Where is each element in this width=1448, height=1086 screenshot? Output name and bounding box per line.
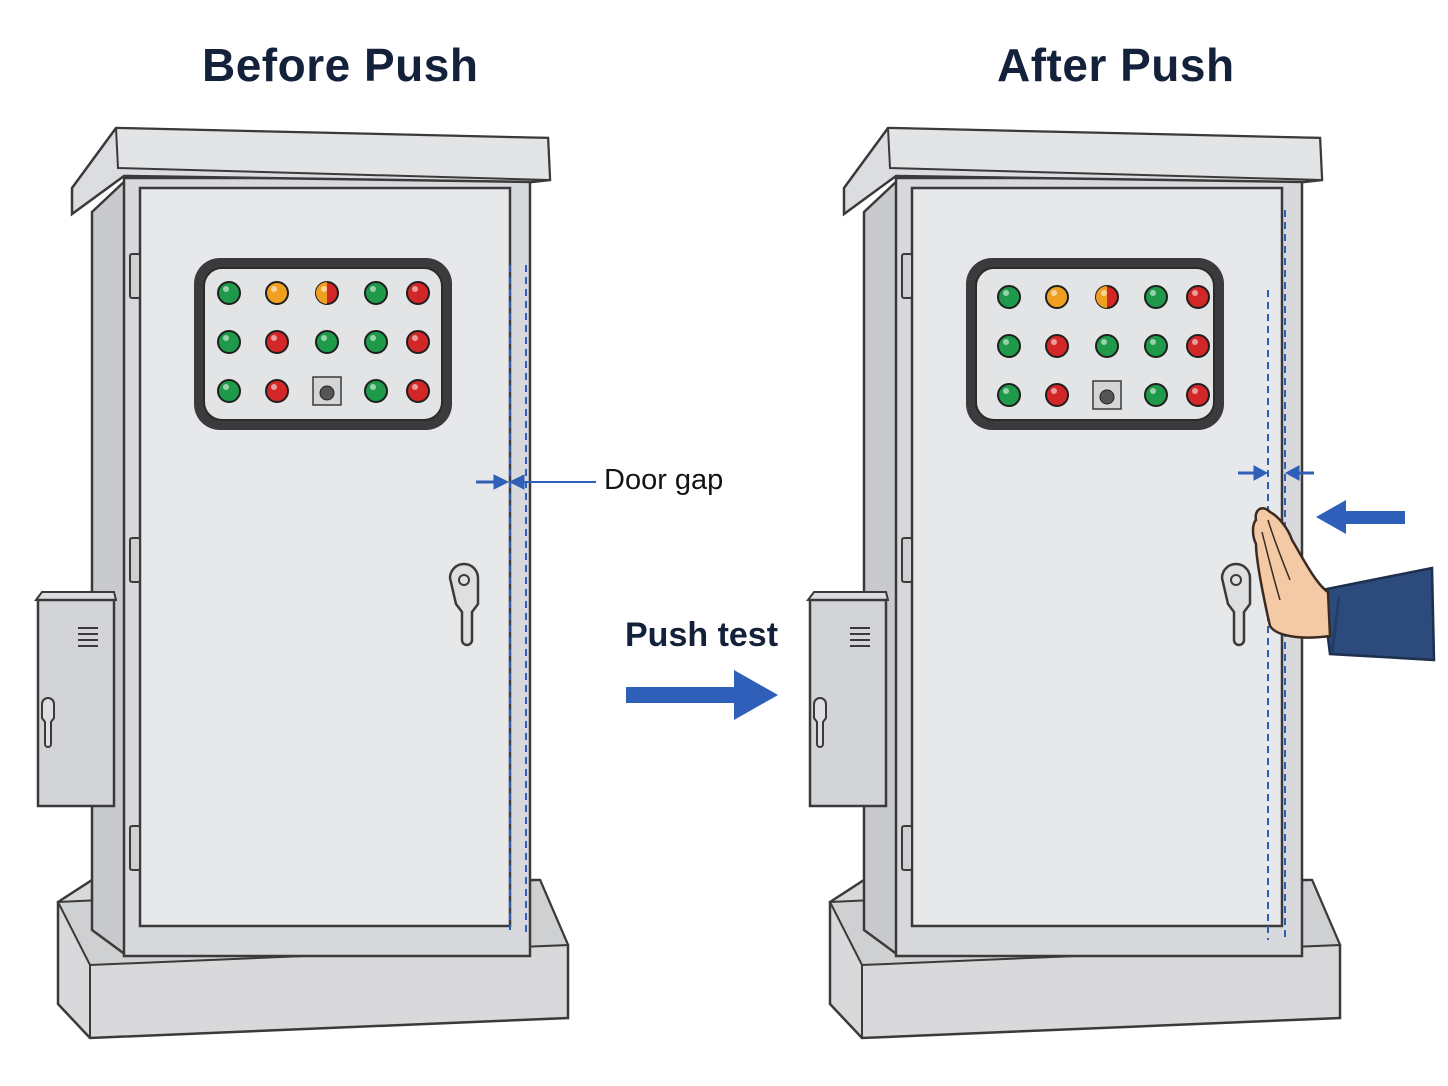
indicator-light-amber bbox=[266, 282, 288, 304]
indicator-light-green bbox=[998, 335, 1020, 357]
indicator-light-green bbox=[218, 380, 240, 402]
indicator-light-red bbox=[1187, 335, 1209, 357]
indicator-light-green bbox=[218, 331, 240, 353]
indicator-highlight bbox=[370, 384, 376, 390]
push-direction-arrow-right-icon bbox=[626, 670, 778, 720]
indicator-highlight bbox=[370, 286, 376, 292]
indicator-highlight bbox=[1101, 290, 1107, 296]
indicator-light-red bbox=[1046, 335, 1068, 357]
key-switch-knob bbox=[320, 386, 334, 400]
indicator-highlight bbox=[1192, 388, 1198, 394]
door-gap-double-arrow-icon bbox=[476, 475, 596, 489]
indicator-highlight bbox=[223, 384, 229, 390]
indicator-light-green bbox=[998, 286, 1020, 308]
indicator-highlight bbox=[370, 335, 376, 341]
indicator-light-red bbox=[266, 331, 288, 353]
indicator-highlight bbox=[271, 335, 277, 341]
indicator-highlight bbox=[412, 286, 418, 292]
indicator-light-red bbox=[407, 331, 429, 353]
indicator-light-red bbox=[1187, 384, 1209, 406]
indicator-light-green bbox=[1145, 384, 1167, 406]
indicator-highlight bbox=[412, 384, 418, 390]
indicator-light-green bbox=[365, 380, 387, 402]
indicator-light-amber bbox=[1046, 286, 1068, 308]
key-switch-knob bbox=[1100, 390, 1114, 404]
indicator-highlight bbox=[1192, 290, 1198, 296]
indicator-highlight bbox=[1150, 290, 1156, 296]
indicator-highlight bbox=[412, 335, 418, 341]
door-gap-label: Door gap bbox=[604, 464, 723, 497]
indicator-highlight bbox=[223, 335, 229, 341]
indicator-highlight bbox=[1101, 339, 1107, 345]
indicator-highlight bbox=[223, 286, 229, 292]
indicator-highlight bbox=[1051, 339, 1057, 345]
indicator-highlight bbox=[1051, 388, 1057, 394]
indicator-highlight bbox=[1150, 388, 1156, 394]
indicator-light-green bbox=[998, 384, 1020, 406]
indicator-light-red bbox=[407, 282, 429, 304]
cabinet-before-push bbox=[36, 128, 596, 1038]
indicator-highlight bbox=[271, 384, 277, 390]
push-force-arrow-left-icon bbox=[1316, 500, 1405, 534]
indicator-light-red bbox=[266, 380, 288, 402]
indicator-highlight bbox=[271, 286, 277, 292]
indicator-light-green bbox=[365, 331, 387, 353]
indicator-light-green bbox=[365, 282, 387, 304]
indicator-light-green bbox=[1145, 335, 1167, 357]
indicator-highlight bbox=[1003, 290, 1009, 296]
indicator-light-red bbox=[407, 380, 429, 402]
indicator-light-green bbox=[1096, 335, 1118, 357]
cabinet-after-push bbox=[808, 128, 1434, 1038]
indicator-light-red bbox=[1046, 384, 1068, 406]
indicator-highlight bbox=[1192, 339, 1198, 345]
indicator-highlight bbox=[1051, 290, 1057, 296]
push-test-label: Push test bbox=[625, 616, 778, 655]
indicator-highlight bbox=[321, 335, 327, 341]
indicator-light-green bbox=[1145, 286, 1167, 308]
indicator-highlight bbox=[321, 286, 327, 292]
indicator-highlight bbox=[1003, 388, 1009, 394]
indicator-light-red bbox=[1187, 286, 1209, 308]
indicator-light-green bbox=[218, 282, 240, 304]
indicator-light-green bbox=[316, 331, 338, 353]
indicator-highlight bbox=[1003, 339, 1009, 345]
indicator-highlight bbox=[1150, 339, 1156, 345]
